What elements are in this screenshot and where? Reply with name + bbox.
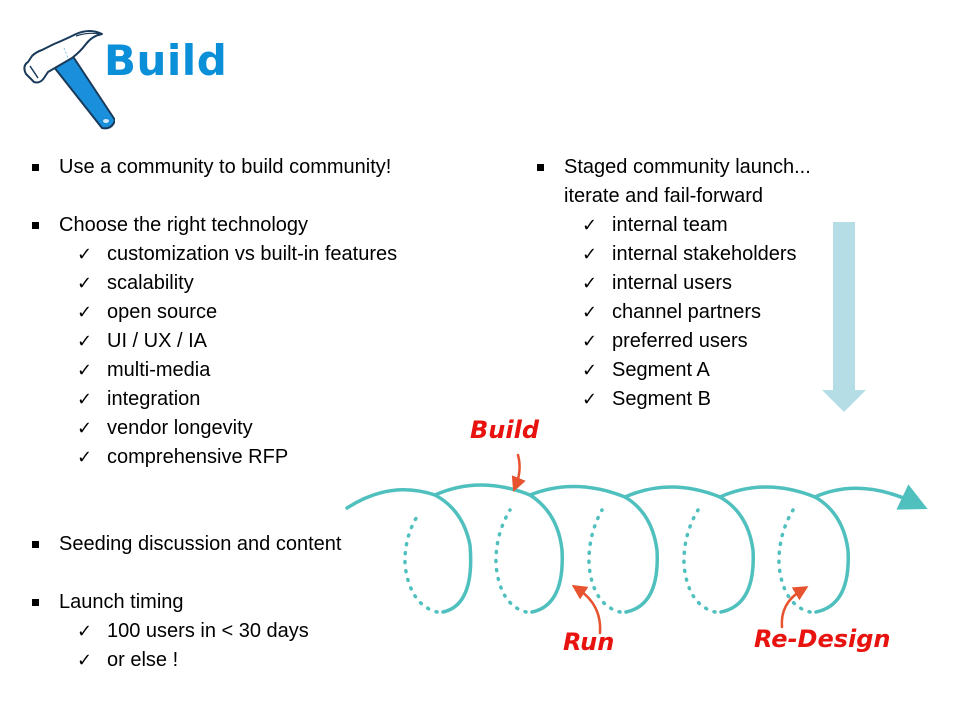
down-arrow-icon <box>820 220 870 420</box>
checkmark-icon: ✓ <box>77 331 93 351</box>
build-label: Build <box>470 416 540 444</box>
check-text: customization vs built-in features <box>107 243 398 265</box>
check-item: ✓ open source <box>30 298 500 327</box>
spiral-icon: Build Run Re-Design <box>330 405 930 670</box>
bullet-text-continued: iterate and fail-forward <box>564 185 763 207</box>
checkmark-icon: ✓ <box>77 302 93 322</box>
checkmark-icon: ✓ <box>582 215 598 235</box>
check-text: preferred users <box>612 330 748 352</box>
square-bullet-icon <box>32 164 39 171</box>
checkmark-icon: ✓ <box>582 273 598 293</box>
check-text: vendor longevity <box>107 417 253 439</box>
square-bullet-icon <box>32 541 39 548</box>
check-text: or else ! <box>107 649 179 671</box>
check-item: ✓ or else ! <box>30 646 500 675</box>
check-item: ✓ integration <box>30 385 500 414</box>
checkmark-icon: ✓ <box>582 244 598 264</box>
left-column: Use a community to build community! Choo… <box>30 153 500 675</box>
check-item: ✓ preferred users <box>535 327 915 356</box>
checkmark-icon: ✓ <box>582 360 598 380</box>
square-bullet-icon <box>537 164 544 171</box>
checkmark-icon: ✓ <box>582 389 598 409</box>
check-text: Segment B <box>612 388 711 410</box>
run-label: Run <box>563 628 614 656</box>
check-item: ✓ internal stakeholders <box>535 240 915 269</box>
bullet-text: Choose the right technology <box>59 214 309 236</box>
checkmark-icon: ✓ <box>77 389 93 409</box>
check-text: integration <box>107 388 201 410</box>
checkmark-icon: ✓ <box>77 621 93 641</box>
checkmark-icon: ✓ <box>77 244 93 264</box>
checkmark-icon: ✓ <box>77 418 93 438</box>
check-item: ✓ customization vs built-in features <box>30 240 500 269</box>
checkmark-icon: ✓ <box>77 360 93 380</box>
checkmark-icon: ✓ <box>77 273 93 293</box>
check-item: ✓ scalability <box>30 269 500 298</box>
bullet-item: Choose the right technology <box>30 211 500 240</box>
check-item: ✓ vendor longevity <box>30 414 500 443</box>
check-item: ✓ Segment B <box>535 385 915 414</box>
check-item: ✓ 100 users in < 30 days <box>30 617 500 646</box>
bullet-text: Staged community launch... <box>564 156 811 178</box>
check-text: channel partners <box>612 301 761 323</box>
check-text: open source <box>107 301 218 323</box>
check-text: internal stakeholders <box>612 243 797 265</box>
check-text: comprehensive RFP <box>107 446 289 468</box>
check-text: 100 users in < 30 days <box>107 620 309 642</box>
checkmark-icon: ✓ <box>77 650 93 670</box>
right-column: Staged community launch... iterate and f… <box>535 153 915 414</box>
checkmark-icon: ✓ <box>582 302 598 322</box>
check-text: internal team <box>612 214 728 236</box>
bullet-item: Launch timing <box>30 588 500 617</box>
redesign-label: Re-Design <box>754 625 891 653</box>
check-item: ✓ comprehensive RFP <box>30 443 500 472</box>
checkmark-icon: ✓ <box>77 447 93 467</box>
check-item: ✓ internal team <box>535 211 915 240</box>
bullet-item: Use a community to build community! <box>30 153 500 182</box>
check-text: multi-media <box>107 359 211 381</box>
check-item: ✓ Segment A <box>535 356 915 385</box>
square-bullet-icon <box>32 222 39 229</box>
bullet-item: Seeding discussion and content <box>30 530 500 559</box>
bullet-text: Seeding discussion and content <box>59 533 342 555</box>
bullet-text: Use a community to build community! <box>59 156 392 178</box>
check-item: ✓ multi-media <box>30 356 500 385</box>
bullet-item: Staged community launch... iterate and f… <box>535 153 915 211</box>
check-text: Segment A <box>612 359 710 381</box>
bullet-text: Launch timing <box>59 591 184 613</box>
checkmark-icon: ✓ <box>582 331 598 351</box>
check-item: ✓ channel partners <box>535 298 915 327</box>
slide-title: Build <box>104 36 228 85</box>
check-text: internal users <box>612 272 733 294</box>
square-bullet-icon <box>32 599 39 606</box>
hammer-icon <box>20 22 116 130</box>
check-item: ✓ UI / UX / IA <box>30 327 500 356</box>
check-text: UI / UX / IA <box>107 330 208 352</box>
check-text: scalability <box>107 272 194 294</box>
check-item: ✓ internal users <box>535 269 915 298</box>
